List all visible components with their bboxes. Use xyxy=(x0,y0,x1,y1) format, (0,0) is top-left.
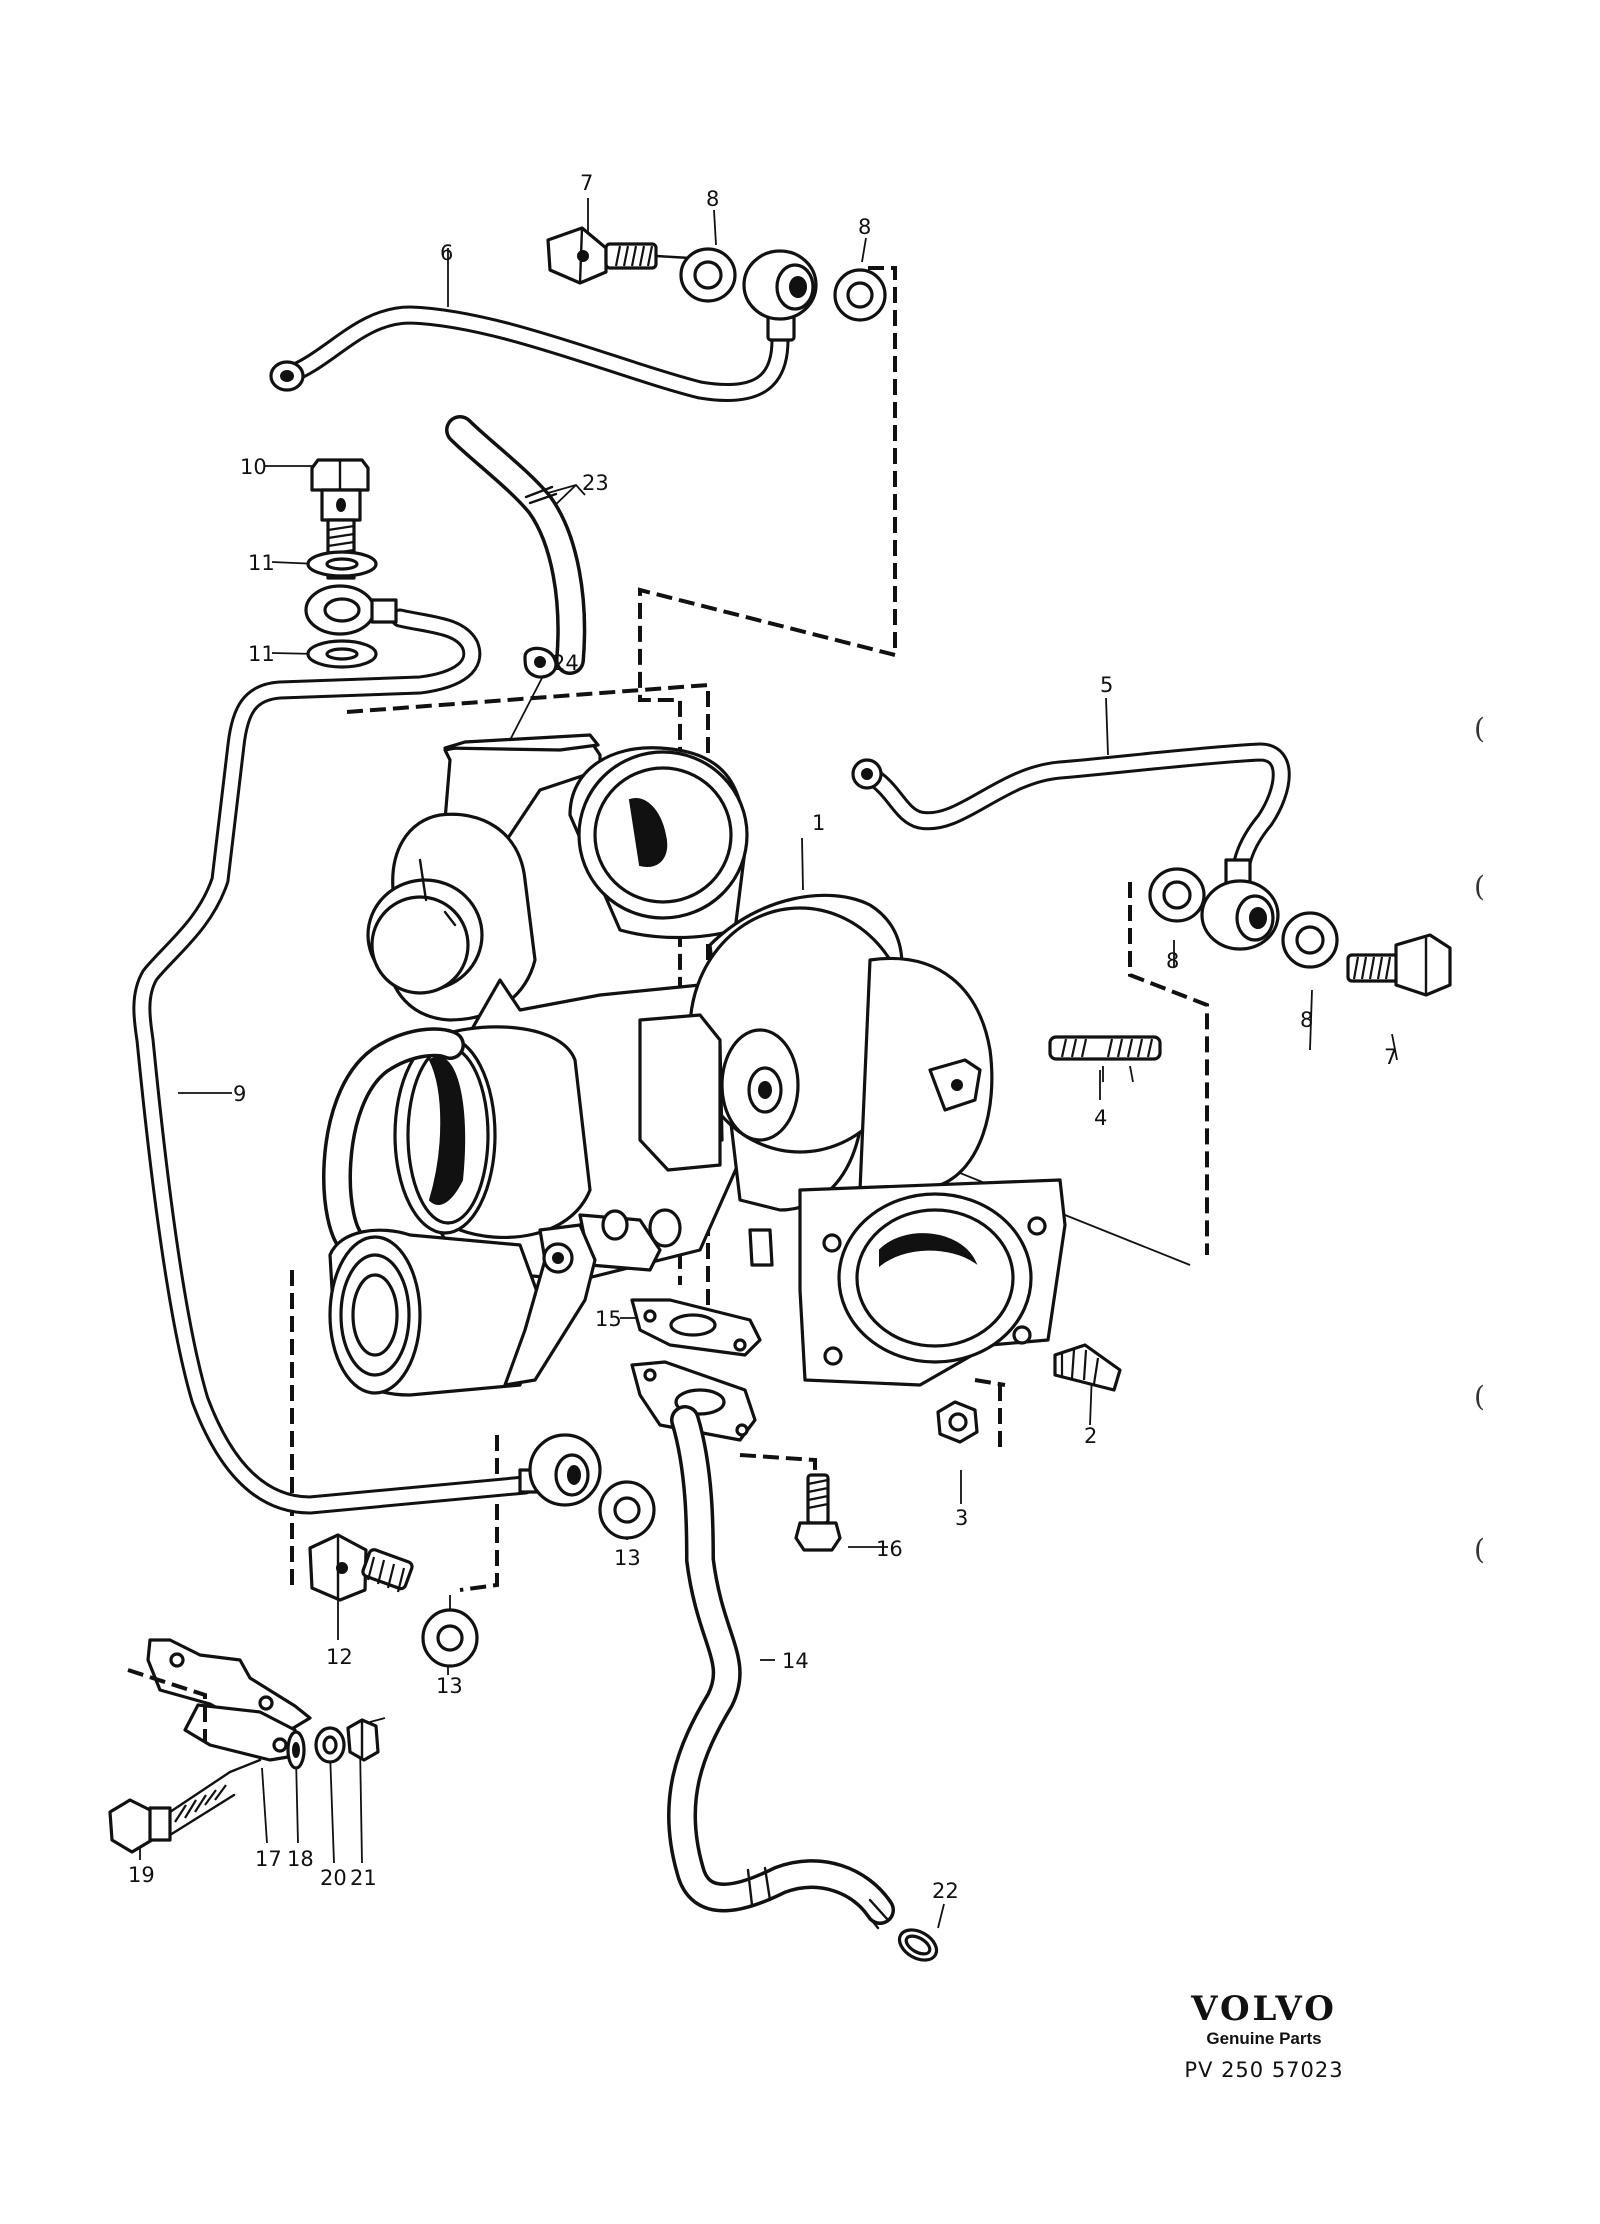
callout-18: 18 xyxy=(287,1847,314,1871)
brand-subtitle: Genuine Parts xyxy=(1206,2029,1322,2048)
pipe-9 xyxy=(132,584,535,1515)
bolt-16 xyxy=(794,1473,842,1552)
banjo-bolt-12 xyxy=(308,1533,414,1602)
washer-13-upper xyxy=(598,1480,656,1540)
washer-8-right-left xyxy=(1148,867,1206,923)
leader-lines xyxy=(139,198,1398,1929)
hose-23 xyxy=(445,415,587,675)
nut-21 xyxy=(346,1718,380,1762)
bracket-17 xyxy=(127,1638,312,1762)
washer-20 xyxy=(314,1726,346,1764)
callout-13-upper: 13 xyxy=(614,1546,641,1570)
callout-9: 9 xyxy=(233,1082,246,1106)
o-ring-22 xyxy=(897,1928,939,1962)
washer-18 xyxy=(286,1730,306,1770)
margin-mark: ( xyxy=(1474,1380,1485,1413)
callout-8-right-right: 8 xyxy=(1300,1008,1313,1032)
nut-3 xyxy=(936,1400,979,1444)
callout-20: 20 xyxy=(320,1866,347,1890)
callout-labels: 1 2 3 4 5 6 7 7 8 8 8 8 9 10 11 11 12 13… xyxy=(128,171,1397,1903)
callout-6: 6 xyxy=(440,241,453,265)
callout-17: 17 xyxy=(255,1847,282,1871)
volvo-logo: VOLVO xyxy=(1191,1989,1337,2029)
callout-11-upper: 11 xyxy=(248,551,275,575)
washer-11-upper xyxy=(306,550,378,578)
callout-2: 2 xyxy=(1084,1424,1097,1448)
washer-8-top-left xyxy=(679,247,737,303)
washer-8-top-right xyxy=(833,268,887,322)
margin-mark: ( xyxy=(1474,712,1485,745)
brand-block: VOLVO Genuine Parts PV 250 57023 xyxy=(1144,1990,1384,2086)
callout-13-lower: 13 xyxy=(436,1674,463,1698)
stud-4 xyxy=(1048,1035,1162,1061)
callout-7-top: 7 xyxy=(580,171,593,195)
callout-22: 22 xyxy=(932,1879,959,1903)
callout-12: 12 xyxy=(326,1645,353,1669)
banjo-fitting-right xyxy=(1200,858,1280,951)
bolt-19 xyxy=(108,1758,262,1854)
washer-8-right-right xyxy=(1281,911,1339,969)
callout-16: 16 xyxy=(876,1537,903,1561)
callout-8-right-left: 8 xyxy=(1166,949,1179,973)
gasket-15 xyxy=(630,1298,762,1357)
stud-2 xyxy=(1053,1343,1122,1392)
callout-11-lower: 11 xyxy=(248,642,275,666)
callout-10: 10 xyxy=(240,455,267,479)
pipe-6 xyxy=(269,305,792,403)
banjo-bolt-7-top xyxy=(546,226,692,285)
margin-mark: ( xyxy=(1474,870,1485,903)
callout-14: 14 xyxy=(782,1649,809,1673)
banjo-fitting-lower xyxy=(518,1433,602,1507)
oil-return-pipe-14 xyxy=(630,1360,895,1930)
pipe-5 xyxy=(851,742,1291,905)
washer-11-lower xyxy=(306,639,378,669)
callout-4: 4 xyxy=(1094,1106,1107,1130)
callout-19: 19 xyxy=(128,1863,155,1887)
callout-8-top-right: 8 xyxy=(858,215,871,239)
callout-5: 5 xyxy=(1100,673,1113,697)
washer-13-lower xyxy=(421,1608,479,1668)
callout-23: 23 xyxy=(582,471,609,495)
callout-1: 1 xyxy=(812,811,825,835)
turbocharger-1 xyxy=(322,733,1067,1397)
hose-clip-24 xyxy=(523,646,558,679)
margin-mark: ( xyxy=(1474,1533,1485,1566)
callout-3: 3 xyxy=(955,1506,968,1530)
callout-24: 24 xyxy=(552,651,579,675)
banjo-fitting-top xyxy=(742,249,818,342)
callout-21: 21 xyxy=(350,1866,377,1890)
callout-15: 15 xyxy=(595,1307,622,1331)
banjo-bolt-7-right xyxy=(1346,933,1452,997)
callout-7-right: 7 xyxy=(1384,1045,1397,1069)
part-code: PV 250 57023 xyxy=(1184,2058,1344,2082)
callout-8-top-left: 8 xyxy=(706,187,719,211)
